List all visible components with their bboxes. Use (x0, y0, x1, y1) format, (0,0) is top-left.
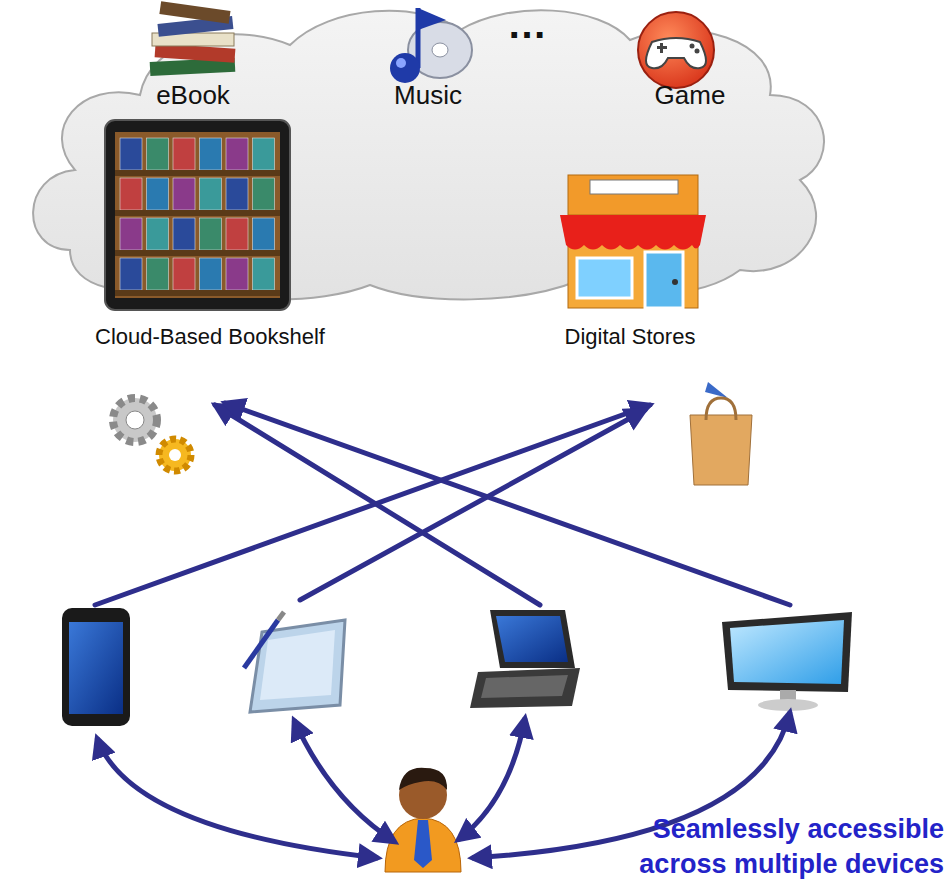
cloud-shape (33, 10, 824, 299)
monitor-icon (722, 612, 852, 711)
shopping-bag-icon (690, 382, 752, 485)
music-icon (390, 8, 472, 83)
service-node: Cloud-Based Bookshelf (55, 115, 365, 350)
pen-tablet-icon (244, 612, 345, 712)
ebook-icon (150, 1, 236, 76)
service-node: Digital Stores (475, 165, 785, 350)
icon-label: … (507, 2, 547, 47)
caption-text: Seamlessly accessible across multiple de… (614, 812, 944, 882)
icon-label: Game (655, 80, 726, 111)
laptop-icon (470, 610, 580, 708)
icon-label: Music (394, 80, 462, 111)
bookshelf-tablet (105, 120, 290, 310)
shop-icon (560, 175, 706, 308)
person-icon (385, 768, 461, 872)
node-label: Digital Stores (475, 324, 785, 350)
smartphone-icon (62, 608, 130, 726)
access-arrows (95, 403, 790, 605)
icon-label: eBook (156, 80, 230, 111)
game-icon (638, 12, 714, 88)
node-label: Cloud-Based Bookshelf (55, 324, 365, 350)
gears-icon (113, 398, 191, 471)
